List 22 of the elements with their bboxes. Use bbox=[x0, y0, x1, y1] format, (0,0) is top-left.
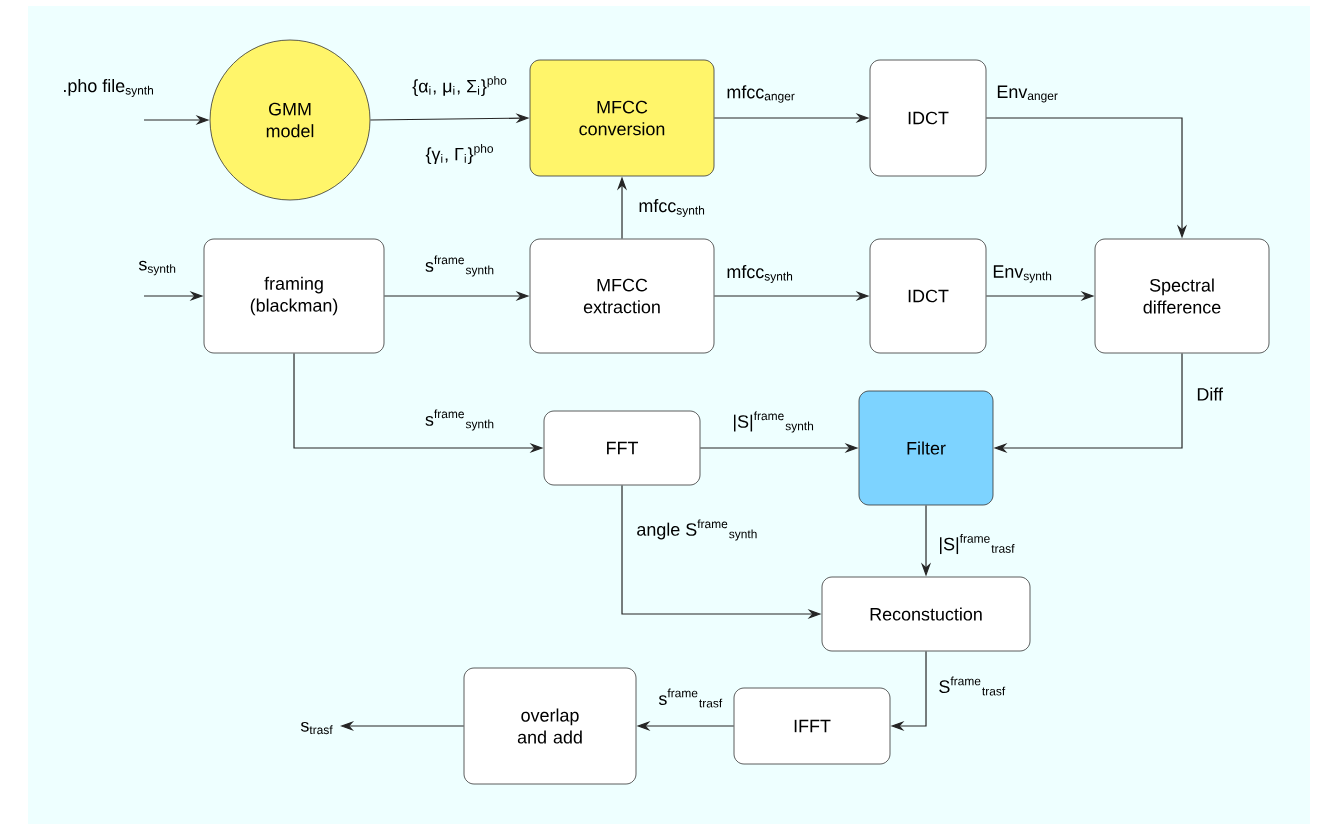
edge-label: Diff bbox=[1197, 387, 1223, 401]
process-box: overlap and add bbox=[463, 667, 637, 785]
edge-label: .pho file$_{synth}$ bbox=[64, 79, 153, 97]
process-box: Reconstuction bbox=[821, 576, 1031, 652]
process-box: MFCC extraction bbox=[529, 238, 715, 354]
process-box: MFCC conversion bbox=[529, 59, 715, 177]
edge-label: mfcc$_{anger}$ bbox=[727, 85, 795, 103]
process-box: framing (blackman) bbox=[203, 238, 385, 354]
edge-label: Env$_{synth}$ bbox=[993, 265, 1052, 283]
process-box: IDCT bbox=[869, 59, 987, 177]
edge-label: mfcc$_{synth}$ bbox=[727, 265, 793, 283]
process-box: Filter bbox=[858, 390, 994, 506]
edge-label: {α$_{i}$, μ$_{i}$, Σ$_{i}$}$^{pho}$ bbox=[412, 76, 507, 96]
edge-label: Env$_{anger}$ bbox=[997, 85, 1058, 103]
edge-label: mfcc$_{synth}$ bbox=[639, 199, 705, 217]
process-box: IDCT bbox=[869, 238, 987, 354]
process-box: FFT bbox=[543, 410, 701, 486]
parameter-label: {γ$_{i}$, Γ$_{i}$}$^{pho}$ bbox=[425, 144, 494, 164]
process-box: IFFT bbox=[733, 687, 891, 765]
process-box: Spectral difference bbox=[1094, 238, 1270, 354]
edge-label: s$_{trasf}$ bbox=[300, 721, 333, 735]
edge-label: s$_{synth}$ bbox=[138, 260, 176, 276]
